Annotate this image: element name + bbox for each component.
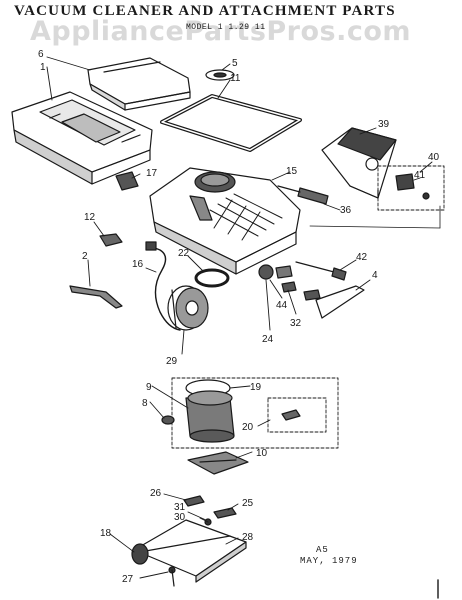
part-label: 19 bbox=[250, 382, 262, 393]
ring-seal-part bbox=[194, 268, 230, 288]
part-label: 22 bbox=[178, 248, 190, 259]
stamp-date: MAY, 1979 bbox=[300, 556, 358, 566]
part-label: 5 bbox=[232, 58, 238, 69]
bag-holder-part bbox=[321, 127, 397, 199]
detail-box-40 bbox=[377, 165, 445, 211]
power-cord-part bbox=[145, 241, 181, 331]
part-label: 30 bbox=[174, 512, 186, 523]
lid-cover-part bbox=[87, 57, 191, 111]
cord-reel-part bbox=[167, 285, 209, 331]
part-labels: 6 1 5 11 39 40 41 17 15 36 12 2 16 22 42… bbox=[38, 49, 440, 585]
part-label: 10 bbox=[256, 448, 268, 459]
model-number: MODEL 1 1.29 11 bbox=[186, 23, 266, 32]
part-label: 8 bbox=[142, 398, 148, 409]
part-label: 29 bbox=[166, 356, 178, 367]
part-label: 42 bbox=[356, 252, 368, 263]
motor-assembly-box bbox=[171, 377, 339, 449]
part-label: 31 bbox=[174, 502, 186, 513]
part-label: 20 bbox=[242, 422, 254, 433]
part-label: 12 bbox=[84, 212, 96, 223]
switch-part bbox=[115, 171, 139, 191]
gasket-frame-part bbox=[160, 94, 302, 152]
clip-parts bbox=[183, 495, 237, 526]
part-label: 17 bbox=[146, 168, 158, 179]
part-label: 2 bbox=[82, 251, 88, 262]
handle-part bbox=[303, 285, 365, 319]
part-label: 27 bbox=[122, 574, 134, 585]
part-label: 24 bbox=[262, 334, 274, 345]
part-label: 9 bbox=[146, 382, 152, 393]
part-label: 16 bbox=[132, 259, 144, 270]
bushing-part bbox=[161, 415, 175, 425]
part-label: 6 bbox=[38, 49, 44, 60]
leader-lines bbox=[46, 56, 441, 579]
part-label: 36 bbox=[340, 205, 352, 216]
part-label: 11 bbox=[230, 73, 241, 84]
part-label: 39 bbox=[378, 119, 390, 130]
part-label: 18 bbox=[100, 528, 112, 539]
part-label: 1 bbox=[40, 62, 46, 73]
small-block-part bbox=[99, 233, 123, 247]
stamp-code: A5 bbox=[316, 545, 329, 555]
latch-bar-part bbox=[295, 261, 347, 281]
part-label: 26 bbox=[150, 488, 162, 499]
part-label: 41 bbox=[414, 170, 426, 181]
fan-plate-part bbox=[187, 451, 249, 475]
base-tray-part bbox=[11, 91, 153, 185]
part-label: 4 bbox=[372, 270, 378, 281]
part-label: 44 bbox=[276, 300, 288, 311]
diagram-title: VACUUM CLEANER AND ATTACHMENT PARTS bbox=[14, 3, 396, 19]
part-label: 40 bbox=[428, 152, 440, 163]
knob-assembly-part bbox=[258, 264, 297, 293]
part-label: 28 bbox=[242, 532, 254, 543]
connector-part bbox=[277, 185, 329, 205]
bottom-plate-part bbox=[131, 519, 247, 587]
part-label: 15 bbox=[286, 166, 298, 177]
part-label: 32 bbox=[290, 318, 302, 329]
filter-disk-part bbox=[205, 69, 235, 81]
part-label: 25 bbox=[242, 498, 254, 509]
handle-clip-part bbox=[69, 285, 123, 309]
main-housing-part bbox=[149, 167, 301, 275]
